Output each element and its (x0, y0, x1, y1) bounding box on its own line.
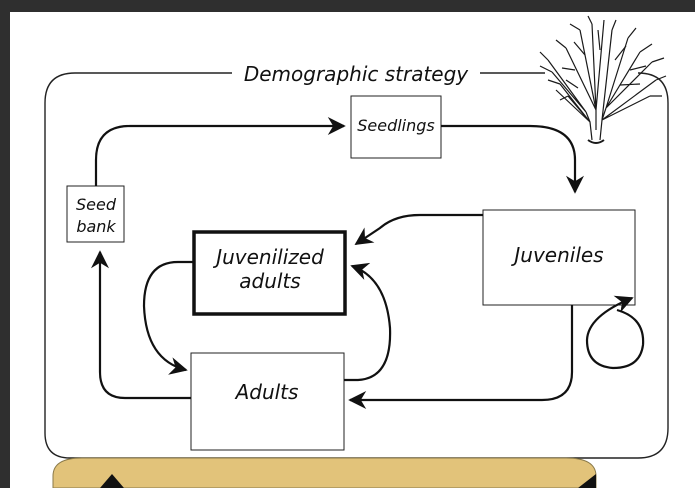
arrow-seedbank-to-seedlings (94, 117, 346, 186)
arrow-juvenilized-to-adults (142, 260, 194, 375)
node-juveniles (482, 209, 636, 306)
diagram-title: Demographic strategy (244, 62, 469, 86)
arrow-corner-icon (578, 474, 596, 488)
arrow-adults-to-juvenilized (344, 262, 392, 382)
arrow-juveniles-to-adults (348, 305, 574, 409)
node-seed-bank-line1: Seed (76, 195, 117, 214)
node-juveniles-label: Juveniles (510, 243, 603, 267)
node-juvenilized-adults-line2: adults (239, 269, 300, 293)
left-strip (0, 0, 10, 488)
arrow-juveniles-to-juvenilized (354, 213, 483, 245)
node-seed-bank-line2: bank (76, 217, 116, 236)
node-juvenilized-adults-line1: Juvenilized (212, 245, 324, 269)
node-seedlings (350, 95, 442, 159)
arrow-adults-to-seedbank (91, 250, 191, 400)
node-seedlings-label: Seedlings (357, 116, 435, 135)
node-adults (190, 352, 345, 451)
node-juvenilized-adults (192, 230, 347, 316)
arrow-juveniles-self-loop (585, 295, 645, 370)
arrow-seedlings-to-juveniles (441, 124, 584, 194)
top-strip (0, 0, 695, 12)
node-adults-label: Adults (234, 380, 299, 404)
arrow-up-icon (100, 474, 124, 488)
shrub-icon (539, 15, 667, 144)
bottom-panel (52, 457, 597, 488)
